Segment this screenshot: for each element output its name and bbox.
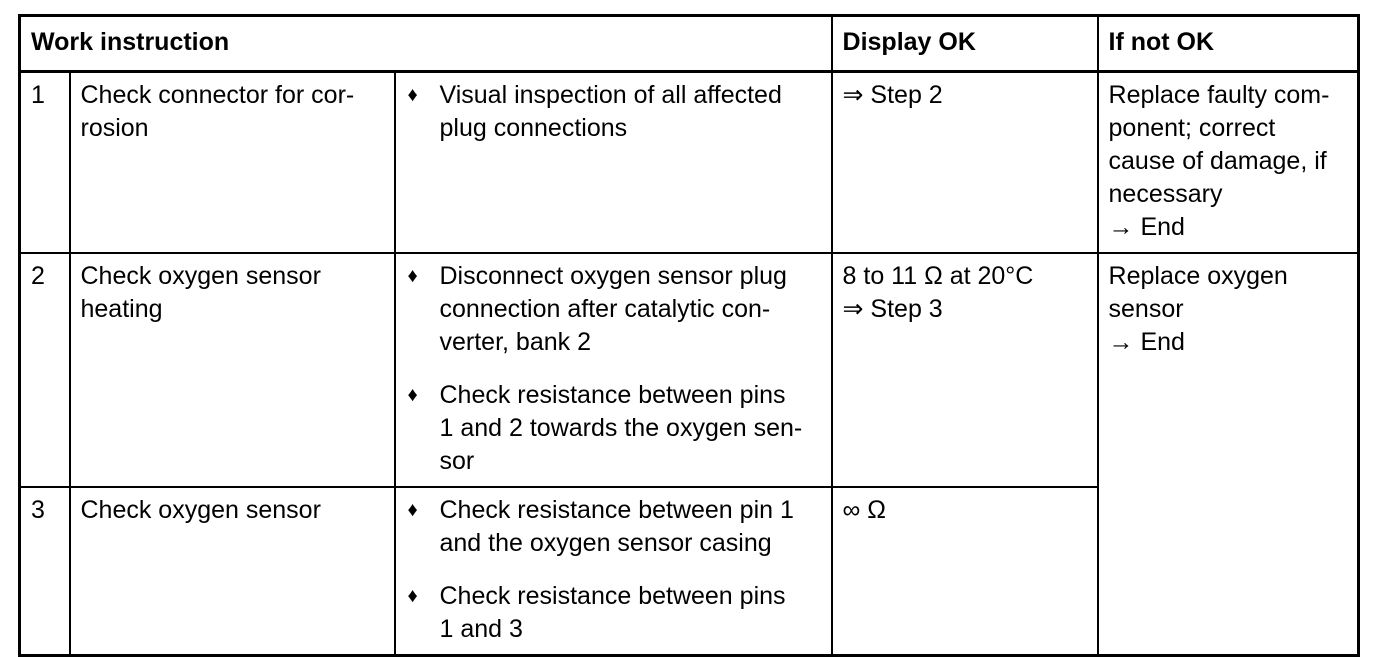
detail-text: Check resistance between pin 1 and the o… (439, 496, 794, 557)
detail-text: Check resistance between pins 1 and 3 (439, 582, 786, 643)
header-work-instruction: Work instruction (18, 14, 833, 73)
detail-list: ♦ Visual inspection of all affected plug… (406, 79, 821, 145)
step-task: Check oxygen sensor (68, 486, 396, 657)
display-ok-value: ∞ Ω (830, 486, 1099, 657)
display-ok-text: 8 to 11 Ω at 20°C ⇒ Step 3 (842, 262, 1034, 323)
step-number: 3 (18, 486, 71, 657)
display-ok-text: ∞ Ω (842, 496, 886, 524)
step-task: Check oxygen sensor heating (68, 252, 396, 488)
diamond-bullet-icon: ♦ (407, 499, 418, 521)
detail-list: ♦ Check resistance between pin 1 and the… (406, 494, 821, 646)
step-task: Check connector for cor- rosion (68, 70, 396, 254)
if-not-ok-value: Replace faulty com- ponent; correct caus… (1096, 70, 1360, 254)
step-details: ♦ Visual inspection of all affected plug… (393, 70, 833, 254)
list-item: ♦ Check resistance between pins 1 and 2 … (406, 379, 821, 478)
table-body: 1 Check connector for cor- rosion ♦ Visu… (18, 70, 1360, 657)
display-ok-value: 8 to 11 Ω at 20°C ⇒ Step 3 (830, 252, 1099, 488)
detail-text: Visual inspection of all affected plug c… (439, 81, 782, 142)
table-header: Work instruction Display OK If not OK (18, 14, 1360, 73)
if-not-ok-text: Replace oxygen sensor → End (1108, 262, 1288, 356)
step-details: ♦ Disconnect oxygen sensor plug connecti… (393, 252, 833, 488)
if-not-ok-text: Replace faulty com- ponent; correct caus… (1108, 81, 1330, 241)
work-instruction-table: Work instruction Display OK If not OK 1 … (18, 14, 1361, 657)
diamond-bullet-icon: ♦ (407, 265, 418, 287)
detail-list: ♦ Disconnect oxygen sensor plug connecti… (406, 260, 821, 478)
display-ok-text: ⇒ Step 2 (842, 81, 943, 109)
diamond-bullet-icon: ♦ (407, 384, 418, 406)
diamond-bullet-icon: ♦ (407, 84, 418, 106)
detail-text: Check resistance between pins 1 and 2 to… (439, 381, 803, 475)
step-number: 1 (18, 70, 71, 254)
list-item: ♦ Check resistance between pins 1 and 3 (406, 580, 821, 646)
list-item: ♦ Check resistance between pin 1 and the… (406, 494, 821, 560)
detail-text: Disconnect oxygen sensor plug connection… (439, 262, 787, 356)
header-row: Work instruction Display OK If not OK (18, 14, 1360, 73)
list-item: ♦ Disconnect oxygen sensor plug connecti… (406, 260, 821, 359)
table-row: 3 Check oxygen sensor ♦ Check resistance… (18, 486, 1359, 657)
step-number: 2 (18, 252, 71, 488)
table-row: 1 Check connector for cor- rosion ♦ Visu… (18, 70, 1360, 254)
if-not-ok-value: Replace oxygen sensor → End (1096, 252, 1360, 657)
display-ok-value: ⇒ Step 2 (830, 70, 1099, 254)
list-item: ♦ Visual inspection of all affected plug… (406, 79, 821, 145)
header-display-ok: Display OK (830, 14, 1099, 73)
step-details: ♦ Check resistance between pin 1 and the… (393, 486, 833, 657)
header-if-not-ok: If not OK (1096, 14, 1360, 73)
table-row: 2 Check oxygen sensor heating ♦ Disconne… (18, 252, 1360, 657)
diamond-bullet-icon: ♦ (407, 585, 418, 607)
